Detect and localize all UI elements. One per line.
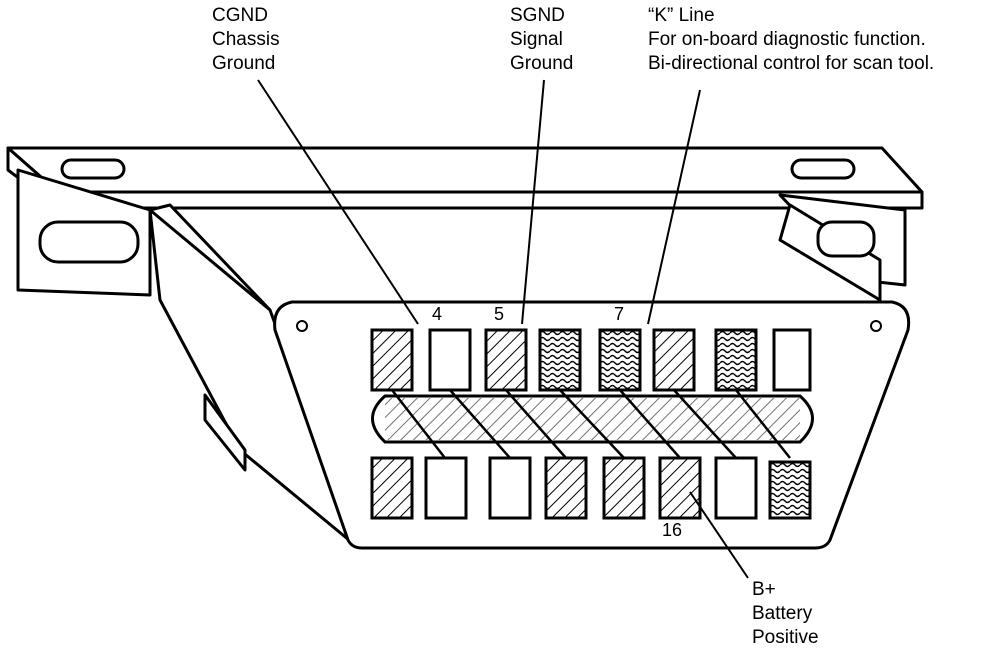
sgnd-desc-2: Ground — [510, 53, 574, 74]
pin-8-contact — [772, 328, 812, 392]
pin-6-contact — [652, 328, 696, 392]
pin-number-5: 5 — [494, 304, 505, 324]
sgnd-desc-1: Signal — [510, 29, 563, 50]
connector-body — [148, 208, 357, 547]
kline-title: “K” Line — [648, 5, 715, 26]
pin-7-wire — [714, 328, 758, 392]
pin-16-wire — [768, 460, 812, 520]
leader-lines — [257, 79, 749, 579]
bplus-callout: B+ Battery Positive — [752, 578, 819, 650]
pin-12-contact — [544, 456, 588, 520]
pin-number-16: 16 — [662, 520, 683, 540]
bplus-leader — [689, 491, 749, 579]
cgnd-desc-2: Ground — [212, 53, 276, 74]
cgnd-code: CGND — [212, 5, 268, 26]
pin-14-contact — [658, 456, 702, 520]
pin-13-contact — [602, 456, 646, 520]
pin-15-contact — [714, 456, 758, 520]
sgnd-callout: SGND Signal Ground — [510, 4, 573, 76]
cgnd-callout: CGND Chassis Ground — [212, 4, 280, 76]
pin-1-contact — [370, 328, 414, 392]
cgnd-leader — [257, 79, 419, 325]
bottom-row-pins — [370, 456, 812, 520]
bplus-code: B+ — [752, 579, 776, 600]
pin-4-wire — [538, 328, 582, 392]
bplus-desc-2: Positive — [752, 627, 819, 648]
top-row-pins — [370, 328, 812, 392]
kline-callout: “K” Line For on-board diagnostic functio… — [648, 4, 934, 76]
cgnd-desc-1: Chassis — [212, 29, 280, 50]
pin-11-contact — [488, 456, 532, 520]
pin-number-7: 7 — [614, 304, 625, 324]
bplus-desc-1: Battery — [752, 603, 813, 624]
sgnd-leader — [521, 79, 545, 325]
kline-desc-1: For on-board diagnostic function. — [648, 29, 926, 50]
pin-3-contact — [484, 328, 528, 392]
channel-diagonals — [391, 389, 791, 459]
pin-2-contact — [428, 328, 472, 392]
pin-5-wire — [598, 328, 642, 392]
pin-number-4: 4 — [432, 304, 443, 324]
connector-face — [273, 300, 911, 550]
kline-desc-2: Bi-directional control for scan tool. — [648, 53, 935, 74]
pin-9-contact — [370, 456, 414, 520]
kline-leader — [647, 89, 701, 325]
pin-10-contact — [424, 456, 468, 520]
sgnd-code: SGND — [510, 5, 565, 26]
